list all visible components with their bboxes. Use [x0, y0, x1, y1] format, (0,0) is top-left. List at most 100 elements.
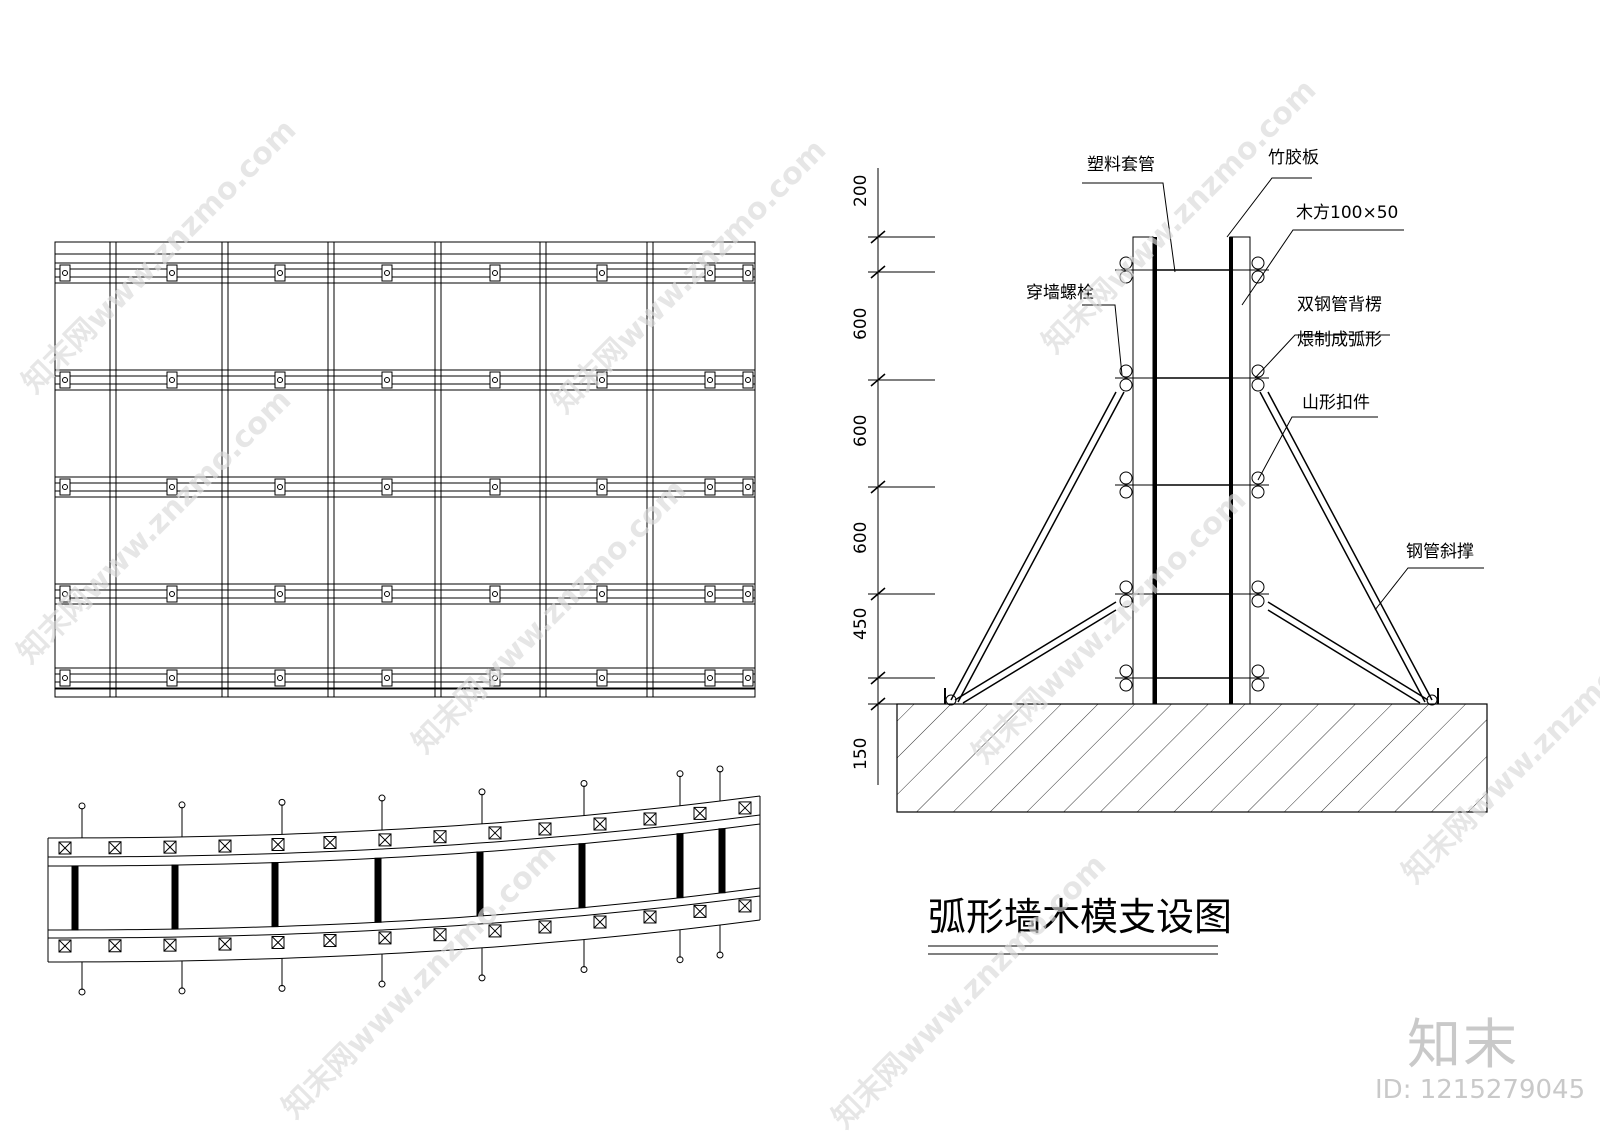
steel-pipe-icon [1251, 364, 1265, 378]
clip-x [108, 939, 122, 953]
nut-icon [580, 780, 588, 788]
tick-mark [870, 265, 886, 279]
bolt-plate [489, 264, 501, 282]
clip-box [58, 939, 72, 953]
label-double-pipe-1: 双钢管背楞 [1297, 295, 1382, 315]
right-diagonal-brace [1267, 391, 1433, 701]
dim-600a: 600 [851, 308, 871, 340]
label-double-pipe-2: 煨制成弧形 [1297, 330, 1382, 350]
steel-pipe-icon [1119, 256, 1133, 270]
clip-x [488, 826, 502, 840]
timber-stud-section [578, 843, 586, 909]
right-diagonal-brace [1267, 601, 1429, 701]
left-diagonal-brace [957, 391, 1125, 703]
bolt-icon [277, 675, 283, 681]
bolt-plate [274, 478, 286, 496]
clip-x [693, 807, 707, 820]
clip-x [218, 937, 232, 951]
tick-mark [870, 230, 886, 244]
bolt-icon [492, 270, 498, 276]
bolt-icon [384, 270, 390, 276]
bolt-plate [59, 371, 71, 389]
steel-pipe-icon [1251, 256, 1265, 270]
bolt-icon [707, 484, 713, 490]
bolt-plate [59, 669, 71, 687]
clip-box [271, 936, 285, 950]
clip-box [58, 841, 72, 855]
clip-x [108, 841, 122, 855]
timber-stud-section [71, 865, 79, 931]
curved-board-line [48, 919, 761, 963]
clip-x [738, 801, 752, 815]
bolt-icon [599, 377, 605, 383]
bolt-icon [62, 591, 68, 597]
steel-pipe-icon [1119, 471, 1133, 485]
clip-x [643, 812, 657, 826]
timber-stud-section [718, 828, 726, 894]
steel-pipe-waler [54, 681, 756, 689]
clip-box [693, 806, 707, 820]
bolt-icon [277, 377, 283, 383]
bolt-plate [489, 585, 501, 603]
steel-pipe-icon [1251, 664, 1265, 678]
clip-x [738, 899, 752, 913]
clip-x [323, 934, 337, 947]
bolt-icon [62, 377, 68, 383]
curved-board-line [48, 887, 761, 931]
bolt-plate [704, 669, 716, 687]
bolt-icon [599, 270, 605, 276]
clip-x [538, 822, 552, 836]
curved-plan-view [47, 765, 761, 996]
bolt-icon [492, 377, 498, 383]
bolt-icon [599, 675, 605, 681]
section-view [944, 236, 1439, 706]
steel-pipe-icon [1119, 594, 1133, 608]
steel-pipe-icon [1119, 270, 1133, 284]
nut-icon [178, 987, 186, 995]
nut-icon [278, 798, 286, 806]
clip-x [433, 830, 447, 844]
bolt-icon [169, 591, 175, 597]
drawing-title: 弧形墙木模支设图 [928, 895, 1232, 939]
steel-pipe-icon [1251, 678, 1265, 692]
dim-600c: 600 [851, 522, 871, 554]
clip-box [271, 838, 285, 852]
bolt-plate [381, 669, 393, 687]
bolt-plate [596, 585, 608, 603]
steel-pipe-icon [1251, 580, 1265, 594]
tick-mark [870, 373, 886, 387]
bolt-plate [274, 371, 286, 389]
clip-x [378, 833, 392, 847]
steel-pipe-waler [54, 369, 756, 377]
nut-icon [716, 765, 724, 773]
clip-box [108, 939, 122, 953]
bolt-icon [169, 270, 175, 276]
bolt-icon [599, 484, 605, 490]
bolt-plate [59, 585, 71, 603]
brand-logo: 知末 [1407, 1013, 1519, 1076]
steel-pipe-icon [1251, 594, 1265, 608]
nut-icon [378, 980, 386, 988]
clip-x [271, 838, 285, 851]
bolt-plate [596, 669, 608, 687]
timber-stud-section [476, 851, 484, 917]
bolt-plate [489, 478, 501, 496]
bolt-icon [169, 675, 175, 681]
clip-box [538, 920, 552, 934]
timber-stud-section [374, 857, 382, 923]
bolt-icon [707, 377, 713, 383]
label-bamboo-board: 竹胶板 [1268, 148, 1319, 168]
steel-pipe-icon [1251, 485, 1265, 499]
clip-box [643, 910, 657, 924]
bolt-plate [166, 264, 178, 282]
bolt-icon [277, 484, 283, 490]
bolt-plate [742, 478, 754, 496]
clip-x [433, 928, 447, 942]
clip-box [218, 839, 232, 853]
clip-x [218, 839, 232, 853]
bolt-plate [742, 669, 754, 687]
steel-pipe-waler [54, 276, 756, 284]
elevation-frame [54, 241, 756, 698]
clip-x [538, 920, 552, 934]
